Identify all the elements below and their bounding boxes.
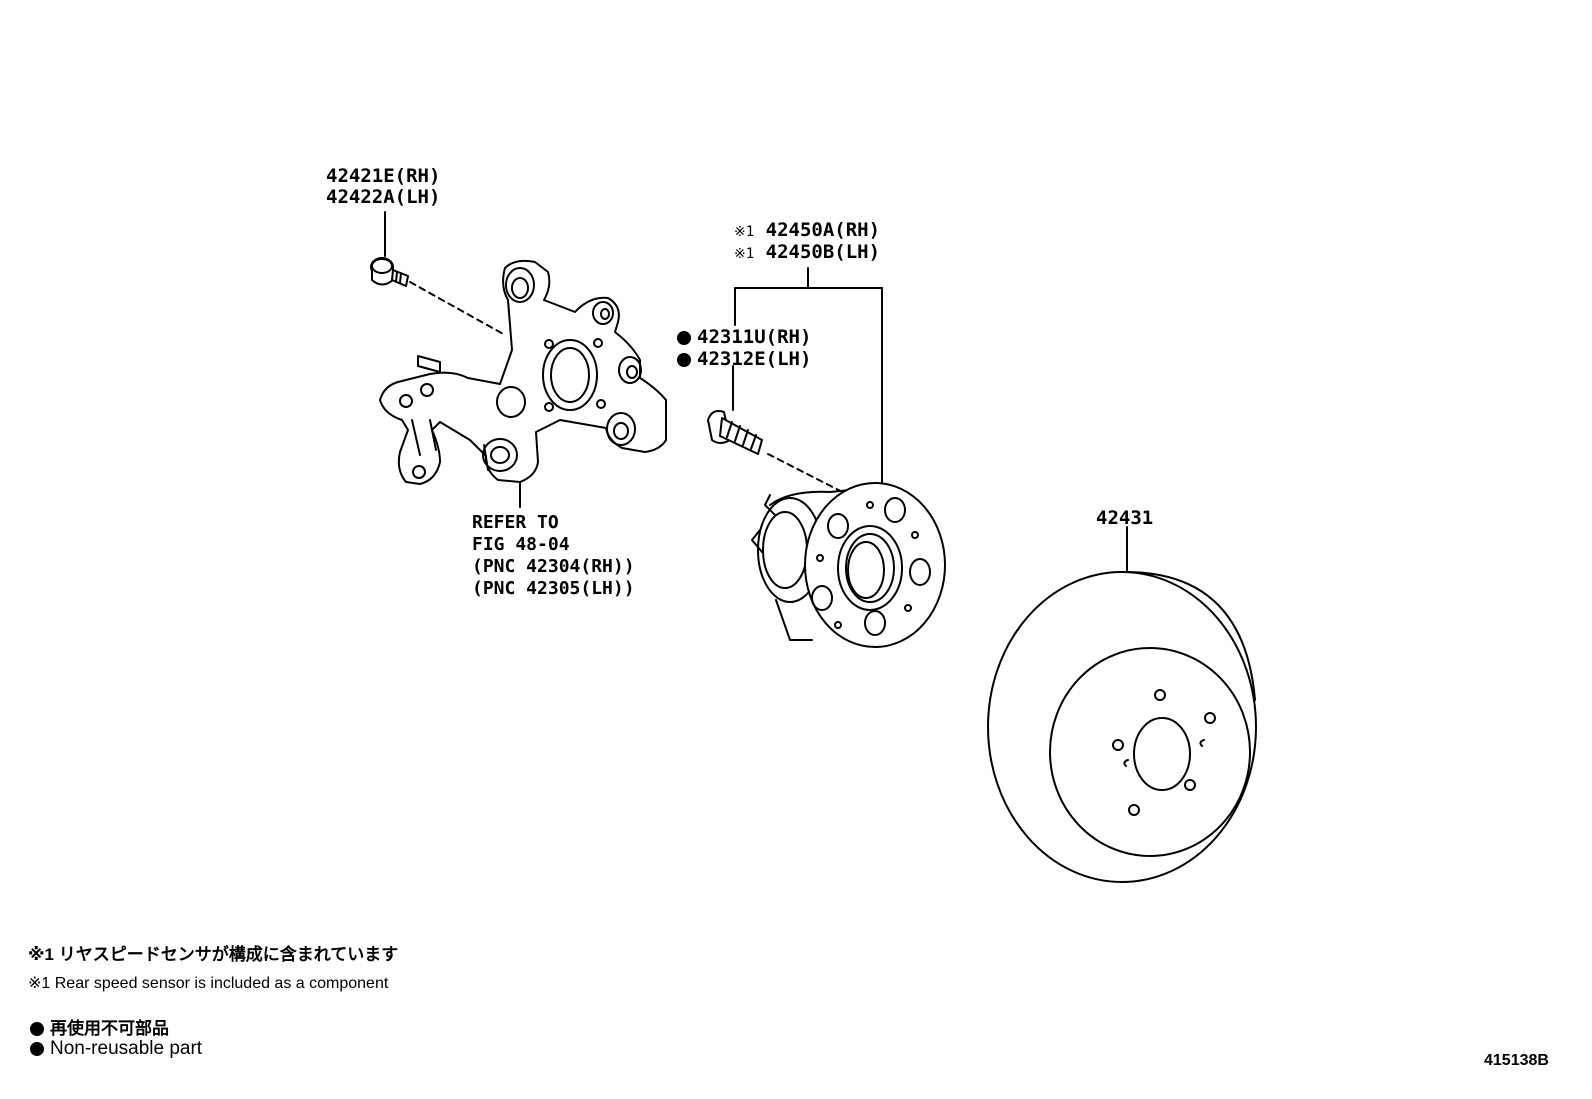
callout-42450a[interactable]: ※1 42450A(RH) xyxy=(734,220,880,243)
callout-42422a[interactable]: 42422A(LH) xyxy=(326,186,441,208)
knuckle-drawing xyxy=(379,259,667,508)
callout-42311u-label: 42311U(RH) xyxy=(697,326,812,348)
bullet-icon xyxy=(30,1042,44,1056)
callout-42431[interactable]: 42431 xyxy=(1096,507,1154,529)
non-reusable-bullet-icon xyxy=(677,353,691,367)
callout-42312e-label: 42312E(LH) xyxy=(697,348,812,370)
callout-42450b[interactable]: ※1 42450B(LH) xyxy=(734,242,880,265)
disc-drawing xyxy=(987,526,1257,883)
nonreusable-note-jp: 再使用不可部品 xyxy=(30,1014,169,1039)
sensor-note-en: ※1 Rear speed sensor is included as a co… xyxy=(28,975,389,992)
refer-line-1: REFER TO xyxy=(472,512,559,533)
sensor-mark: ※1 xyxy=(734,224,755,240)
callout-42421e[interactable]: 42421E(RH) xyxy=(326,165,441,187)
hub-bearing-drawing xyxy=(751,482,946,648)
sensor-mark: ※1 xyxy=(734,246,755,262)
hub-stud-drawing xyxy=(707,365,859,501)
figure-id: 415138B xyxy=(1484,1052,1549,1069)
refer-line-3: (PNC 42304(RH)) xyxy=(472,556,635,577)
sensor-note-jp: ※1 リヤスピードセンサが構成に含まれています xyxy=(28,945,399,964)
bullet-icon xyxy=(30,1022,44,1036)
nonreusable-note-jp-label: 再使用不可部品 xyxy=(50,1019,169,1038)
refer-line-4: (PNC 42305(LH)) xyxy=(472,578,635,599)
refer-line-2: FIG 48-04 xyxy=(472,534,570,555)
non-reusable-bullet-icon xyxy=(677,331,691,345)
nonreusable-note-en-label: Non-reusable part xyxy=(50,1038,203,1059)
hub-bracket-leader xyxy=(734,267,883,486)
callout-42312e[interactable]: 42312E(LH) xyxy=(677,349,811,370)
callout-42311u[interactable]: 42311U(RH) xyxy=(677,327,811,348)
callout-42450a-label: 42450A(RH) xyxy=(765,219,881,241)
bolt-42421e-drawing xyxy=(370,211,506,336)
callout-42450b-label: 42450B(LH) xyxy=(765,241,881,263)
nonreusable-note-en: Non-reusable part xyxy=(30,1038,202,1060)
